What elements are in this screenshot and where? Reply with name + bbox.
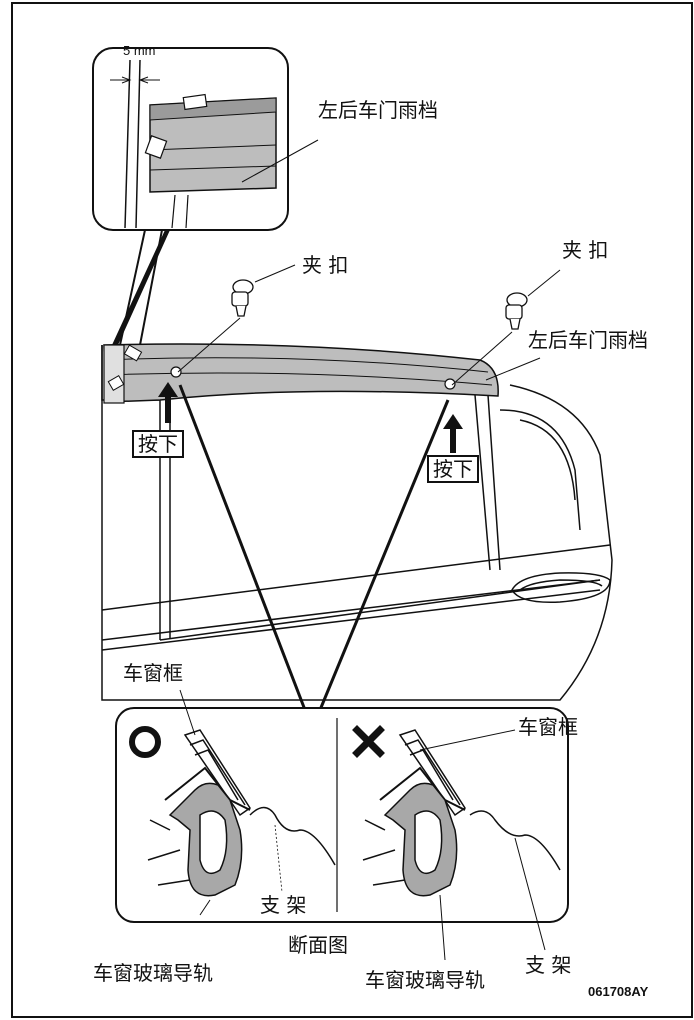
figure-code: 061708AY <box>588 984 649 999</box>
clip-label-left: 夹 扣 <box>302 253 349 277</box>
press-label-left: 按下 <box>132 430 184 458</box>
section-pointers <box>178 384 450 711</box>
cross-section-caption: 断面图 <box>288 933 348 957</box>
incorrect-mark-icon <box>352 725 385 758</box>
visor-on-door <box>103 343 499 404</box>
clip-fastener-left <box>177 264 296 373</box>
glass-run-label-left: 车窗玻璃导轨 <box>93 961 213 985</box>
frame-pointer-left <box>179 689 196 736</box>
detail-inset <box>92 47 289 231</box>
press-arrow-right <box>443 414 463 453</box>
dimension-label: 5 mm <box>123 43 156 58</box>
bracket-label-right: 支 架 <box>525 953 572 977</box>
press-arrow-left <box>158 382 178 423</box>
bracket-label-left: 支 架 <box>260 893 307 917</box>
outer-frame <box>11 2 693 1018</box>
window-frame-label-right: 车窗框 <box>518 715 578 739</box>
leader-lines <box>241 139 541 381</box>
glass-run-label-right: 车窗玻璃导轨 <box>365 968 485 992</box>
correct-mark-icon <box>129 726 161 758</box>
section-profile-correct <box>147 729 336 916</box>
window-frame-label-left: 车窗框 <box>123 661 183 685</box>
clip-label-right: 夹 扣 <box>562 238 609 262</box>
clip-fastener-right <box>451 269 561 386</box>
press-label-right: 按下 <box>427 455 479 483</box>
rear-visor-label-right: 左后车门雨档 <box>528 328 648 352</box>
rear-visor-label-top: 左后车门雨档 <box>318 98 438 122</box>
section-profile-incorrect <box>362 729 561 961</box>
